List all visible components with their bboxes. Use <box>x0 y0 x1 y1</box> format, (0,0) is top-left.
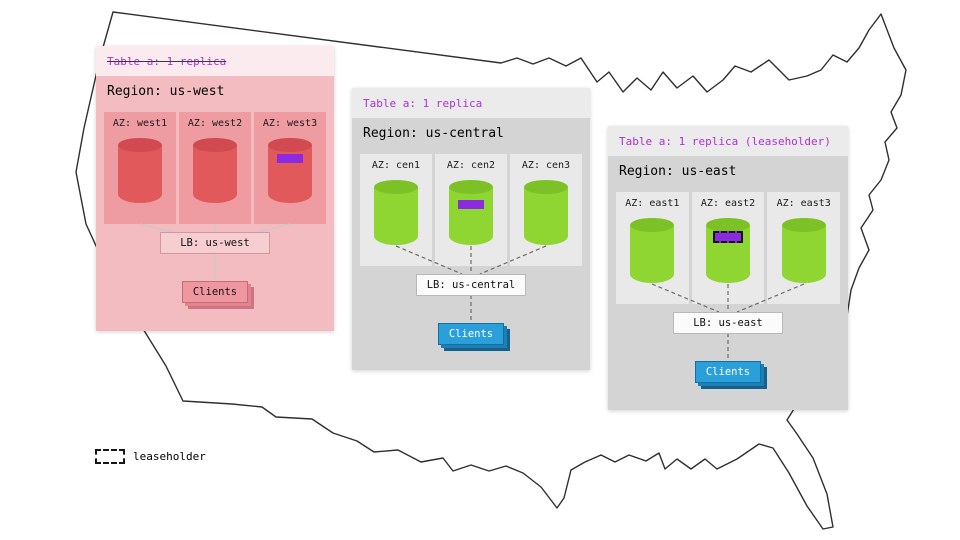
database-cylinder-east2 <box>706 218 750 283</box>
clients-box-central: Clients <box>438 323 504 345</box>
load-balancer-box-west: LB: us-west <box>160 232 270 254</box>
az-row-central: AZ: cen1 AZ: cen2 AZ: cen3 <box>360 154 582 266</box>
leaseholder-highlight-east2 <box>713 231 743 243</box>
table-replica-header-east: Table a: 1 replica (leaseholder) <box>608 126 848 156</box>
az-label-east2: AZ: east2 <box>700 198 756 209</box>
replica-highlight-cen2 <box>458 200 484 209</box>
database-cylinder-west3 <box>268 138 312 203</box>
clients-box-west: Clients <box>182 281 248 303</box>
az-label-east1: AZ: east1 <box>625 198 680 209</box>
az-box-west2: AZ: west2 <box>179 112 251 224</box>
az-box-east3: AZ: east3 <box>767 192 841 304</box>
database-cylinder-west2 <box>193 138 237 203</box>
legend-label: leaseholder <box>133 450 206 463</box>
region-title-west: Region: us-west <box>107 84 225 99</box>
az-label-west3: AZ: west3 <box>262 118 318 129</box>
region-title-east: Region: us-east <box>619 164 737 179</box>
database-cylinder-east1 <box>630 218 675 283</box>
az-box-east2: AZ: east2 <box>691 192 765 304</box>
az-box-cen1: AZ: cen1 <box>360 154 432 266</box>
database-cylinder-cen1 <box>374 180 418 245</box>
az-box-west1: AZ: west1 <box>104 112 176 224</box>
load-balancer-box-central: LB: us-central <box>416 274 526 296</box>
load-balancer-box-east: LB: us-east <box>673 312 783 334</box>
region-card-us-west: Table a: 1 replica Region: us-west AZ: w… <box>96 46 334 331</box>
table-replica-header-central: Table a: 1 replica <box>352 88 590 118</box>
az-label-cen3: AZ: cen3 <box>521 160 571 171</box>
database-cylinder-cen2 <box>449 180 493 245</box>
az-box-cen3: AZ: cen3 <box>510 154 582 266</box>
az-label-cen2: AZ: cen2 <box>446 160 496 171</box>
table-replica-label-east: Table a: 1 replica (leaseholder) <box>619 134 831 148</box>
table-replica-label-west: Table a: 1 replica <box>107 54 227 68</box>
az-box-east1: AZ: east1 <box>616 192 689 304</box>
region-card-us-central: Table a: 1 replica Region: us-central AZ… <box>352 88 590 370</box>
az-row-east: AZ: east1 AZ: east2 AZ: east3 <box>616 192 841 304</box>
az-row-west: AZ: west1 AZ: west2 AZ: west3 <box>104 112 326 224</box>
table-replica-label-central: Table a: 1 replica <box>363 96 483 110</box>
replica-highlight-west3 <box>277 154 303 163</box>
az-box-west3: AZ: west3 <box>254 112 326 224</box>
clients-box-east: Clients <box>695 361 761 383</box>
table-replica-header-west: Table a: 1 replica <box>96 46 334 76</box>
az-box-cen2: AZ: cen2 <box>435 154 507 266</box>
leaseholder-swatch <box>95 449 125 464</box>
az-label-cen1: AZ: cen1 <box>371 160 421 171</box>
database-cylinder-east3 <box>781 218 826 283</box>
region-title-central: Region: us-central <box>363 126 504 141</box>
az-label-east3: AZ: east3 <box>776 198 831 209</box>
database-cylinder-cen3 <box>524 180 568 245</box>
database-cylinder-west1 <box>118 138 162 203</box>
region-card-us-east: Table a: 1 replica (leaseholder) Region:… <box>608 126 848 410</box>
legend: leaseholder <box>95 449 206 464</box>
az-label-west1: AZ: west1 <box>112 118 168 129</box>
az-label-west2: AZ: west2 <box>187 118 243 129</box>
